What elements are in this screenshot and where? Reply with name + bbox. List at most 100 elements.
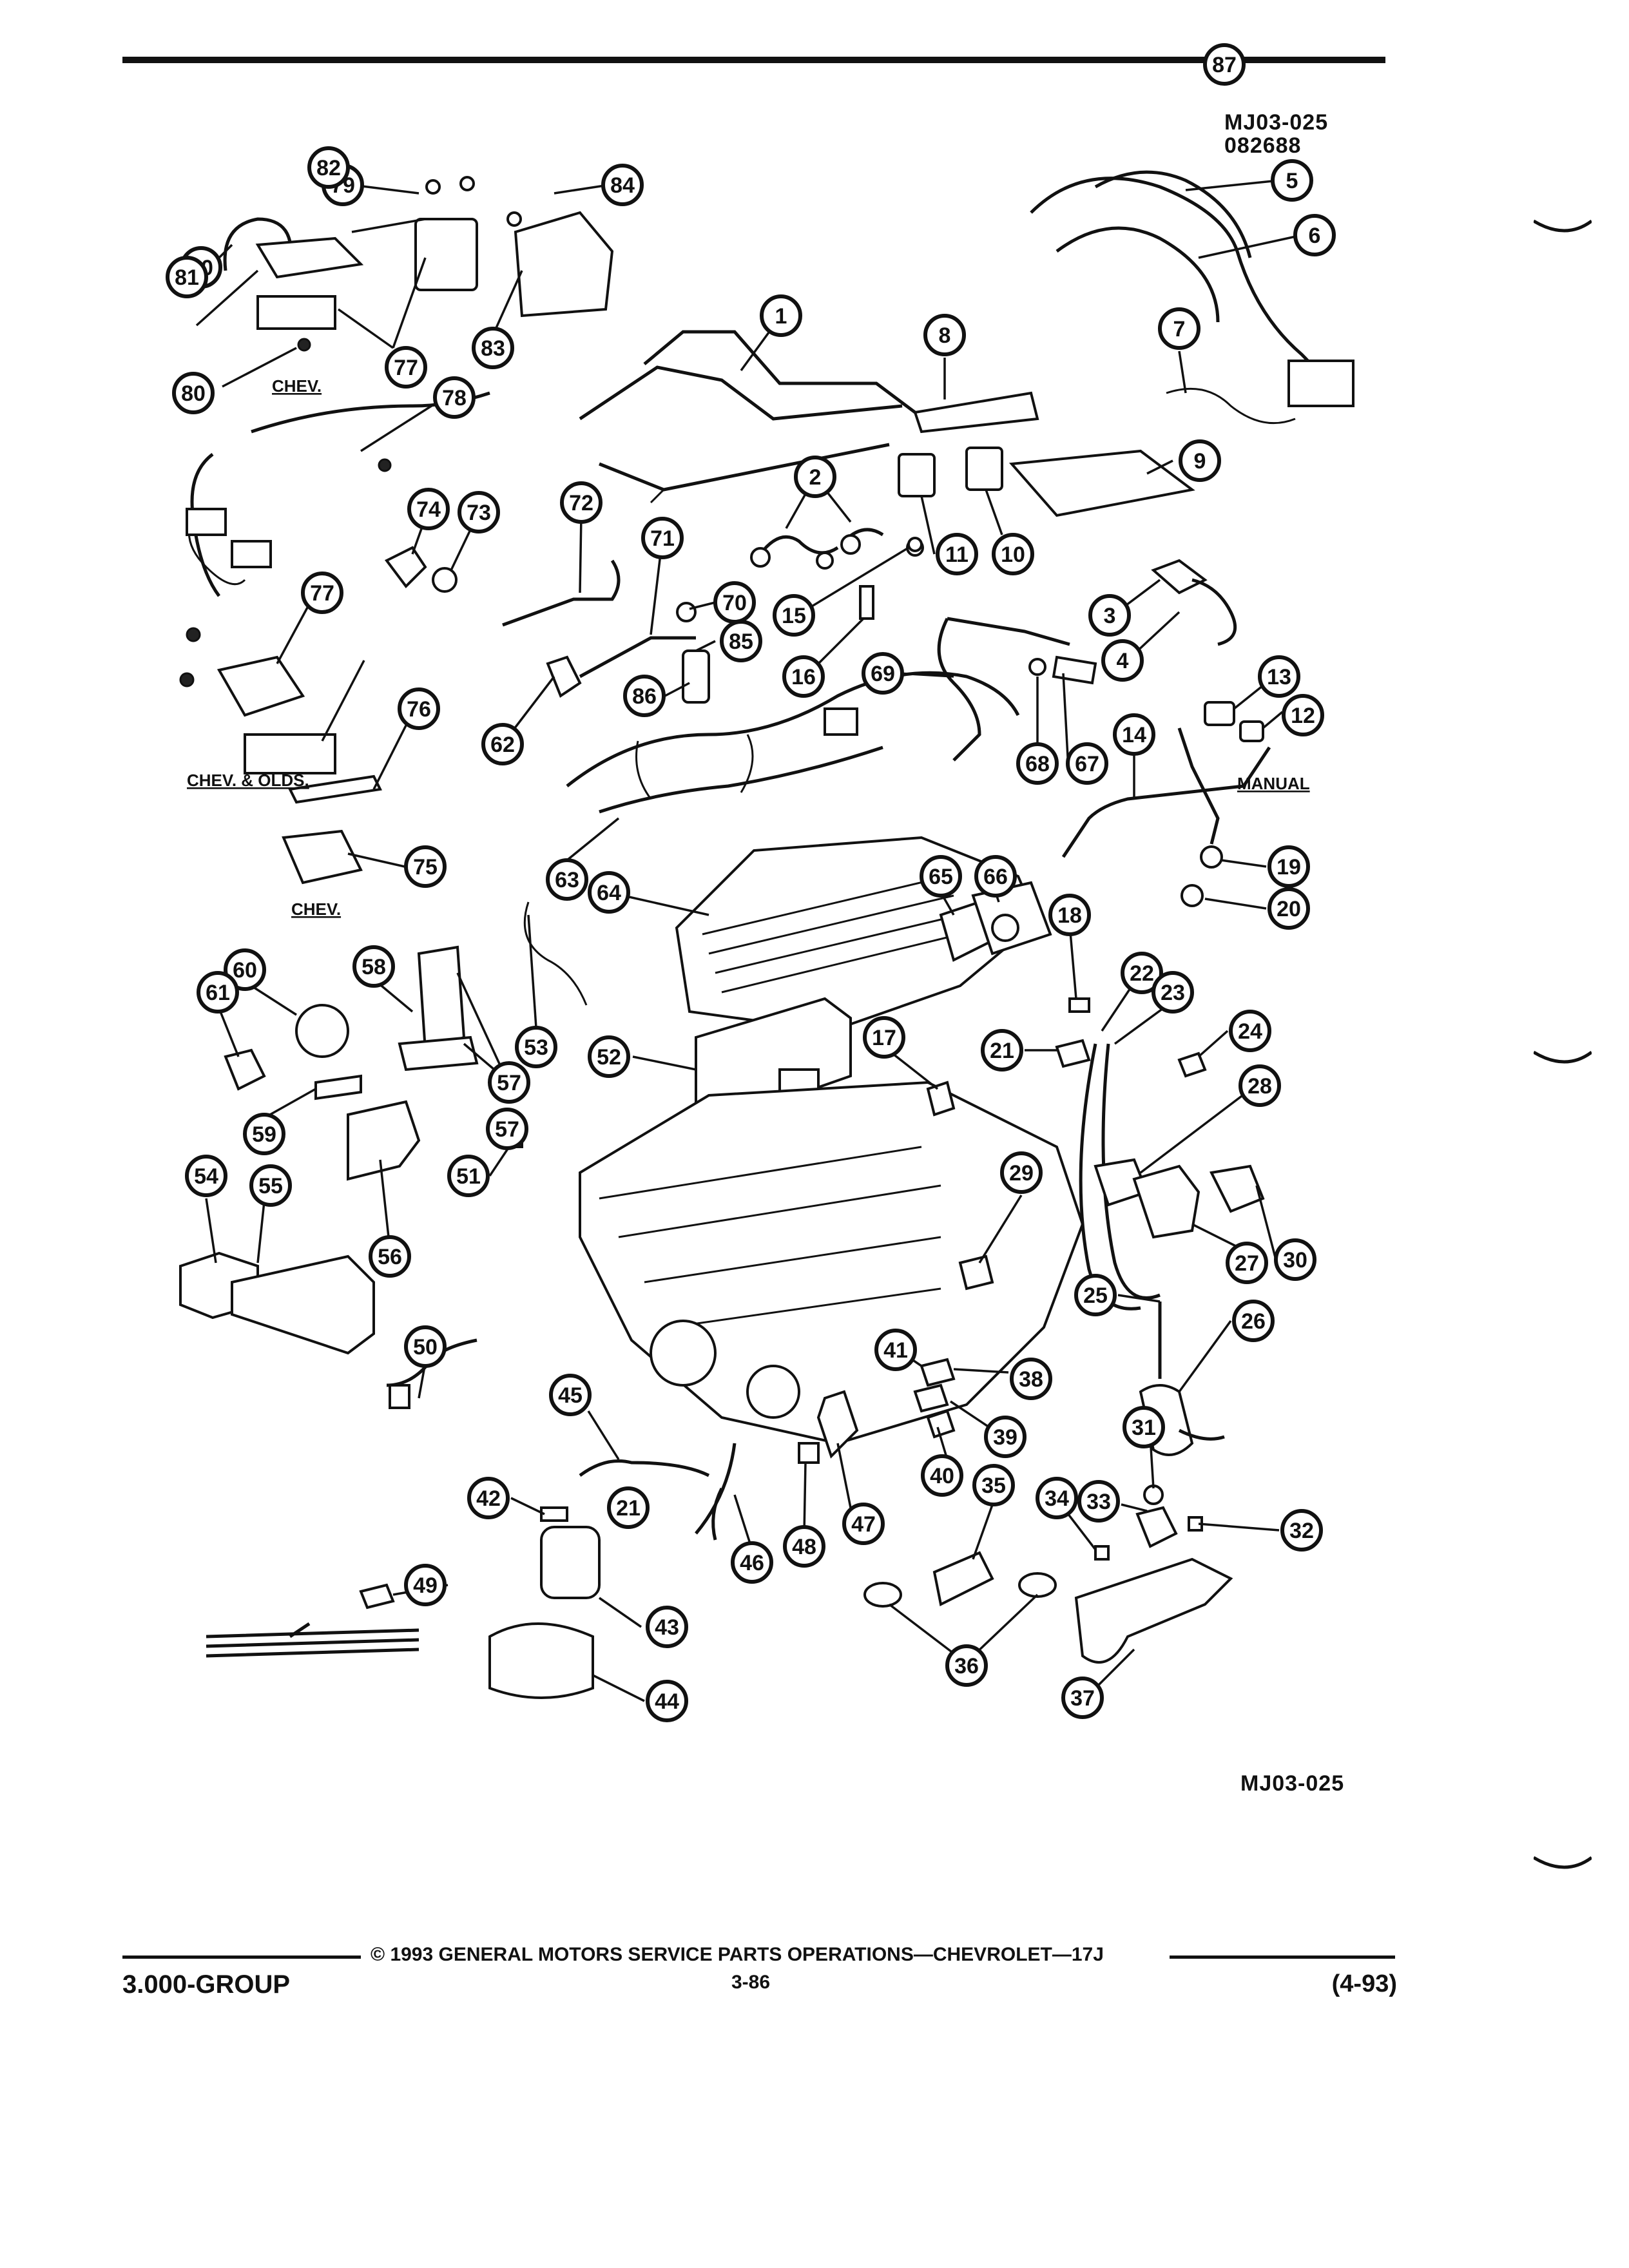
part-9-cover xyxy=(1008,449,1195,517)
callout-ring xyxy=(1268,887,1310,930)
part-31-nut xyxy=(1143,1485,1164,1505)
part-61-sensor xyxy=(224,1048,266,1091)
callout-ring xyxy=(1293,214,1336,256)
callout-number: 36 xyxy=(954,1654,979,1678)
callout-number: 56 xyxy=(378,1245,402,1269)
callout-ring xyxy=(307,146,350,189)
callout-ring xyxy=(1239,1064,1281,1107)
callout-number: 10 xyxy=(1001,543,1025,567)
part-39-fitting xyxy=(913,1383,949,1413)
callout-28: 28 xyxy=(1239,1064,1281,1107)
callout-ring xyxy=(945,1644,988,1687)
part-19-fitting xyxy=(1200,845,1223,869)
callout-72: 72 xyxy=(560,481,602,524)
part-44-bracket xyxy=(488,1622,594,1699)
callout-number: 81 xyxy=(175,265,199,290)
callout-ring xyxy=(1088,594,1131,637)
callout-number: 19 xyxy=(1277,855,1301,879)
callout-17: 17 xyxy=(863,1016,905,1059)
callout-64: 64 xyxy=(588,871,630,914)
callout-ring xyxy=(481,723,524,765)
callout-62: 62 xyxy=(481,723,524,765)
callout-group: 1234567891011121314151617181920212122232… xyxy=(166,43,1336,1722)
callout-ring xyxy=(1061,1677,1104,1719)
callout-ring xyxy=(1229,1010,1271,1052)
callout-ring xyxy=(1203,43,1246,86)
part-57-gasket xyxy=(398,1035,479,1072)
callout-ring xyxy=(1010,1358,1052,1400)
callout-ring xyxy=(1258,655,1300,698)
callout-number: 1 xyxy=(775,304,787,329)
callout-73: 73 xyxy=(458,491,500,533)
callout-47: 47 xyxy=(842,1503,885,1545)
part-45-hose xyxy=(579,1459,710,1477)
callout-number: 26 xyxy=(1241,1309,1266,1334)
part-47-bracket xyxy=(816,1390,859,1459)
callout-ring xyxy=(601,164,644,206)
part-23-hose xyxy=(1101,1043,1161,1300)
callout-ring xyxy=(1123,1406,1165,1448)
part-20-fitting xyxy=(1181,884,1204,907)
callout-59: 59 xyxy=(243,1113,285,1155)
callout-number: 44 xyxy=(655,1689,679,1714)
callout-number: 72 xyxy=(569,491,593,515)
callout-37: 37 xyxy=(1061,1677,1104,1719)
callout-53: 53 xyxy=(515,1026,557,1068)
callout-ring xyxy=(720,620,762,662)
callout-58: 58 xyxy=(352,945,395,988)
footer-rule-left xyxy=(122,1956,361,1959)
callout-21: 21 xyxy=(981,1029,1023,1072)
callout-45: 45 xyxy=(549,1374,592,1416)
callout-ring xyxy=(1016,742,1059,785)
callout-number: 50 xyxy=(413,1335,438,1360)
part-49-sensor xyxy=(359,1583,395,1610)
callout-number: 55 xyxy=(258,1174,283,1198)
part-17-bracket xyxy=(926,1081,956,1117)
part-10-relay xyxy=(965,447,1003,491)
figure-code: MJ03-025 xyxy=(1224,110,1329,135)
callout-number: 45 xyxy=(558,1383,583,1408)
callout-39: 39 xyxy=(984,1416,1027,1458)
callout-51: 51 xyxy=(447,1155,490,1197)
callout-ring xyxy=(984,1416,1027,1458)
part-40-sensor xyxy=(926,1409,956,1439)
callout-number: 34 xyxy=(1045,1486,1069,1511)
part-35-hose xyxy=(932,1551,994,1606)
callout-ring xyxy=(782,655,825,698)
callout-ring xyxy=(224,948,266,991)
callout-ring xyxy=(486,1108,528,1150)
callout-number: 40 xyxy=(930,1464,954,1488)
callout-14: 14 xyxy=(1113,713,1155,756)
callout-ring xyxy=(1000,1151,1043,1194)
part-78-module xyxy=(217,655,305,717)
callout-46: 46 xyxy=(731,1541,773,1584)
callout-ring xyxy=(407,488,450,530)
callout-12: 12 xyxy=(1282,694,1324,736)
callout-ring xyxy=(1179,439,1221,482)
callout-48: 48 xyxy=(783,1525,825,1568)
callout-number: 5 xyxy=(1286,169,1298,193)
part-53-sensor xyxy=(523,901,588,1006)
part-8-bracket xyxy=(913,391,1039,434)
callout-number: 9 xyxy=(1194,449,1206,474)
callout-number: 57 xyxy=(495,1117,519,1142)
callout-87: 87 xyxy=(1203,43,1246,86)
callout-number: 47 xyxy=(851,1512,876,1537)
callout-number: 22 xyxy=(1130,961,1154,986)
part-36-clamp-a xyxy=(863,1582,902,1608)
part-7-harness xyxy=(1166,387,1296,425)
callout-41: 41 xyxy=(874,1329,917,1371)
callout-23: 23 xyxy=(1152,971,1194,1014)
callout-number: 78 xyxy=(442,386,467,410)
callout-ring xyxy=(981,1029,1023,1072)
callout-9: 9 xyxy=(1179,439,1221,482)
part-4-hose xyxy=(1191,578,1237,646)
callout-ring xyxy=(1268,845,1310,888)
callout-number: 77 xyxy=(394,356,418,380)
part-32-bolt xyxy=(1188,1516,1203,1532)
callout-number: 6 xyxy=(1309,224,1321,248)
page-number: 3-86 xyxy=(731,1972,771,1993)
label-chev-olds: CHEV. & OLDS. xyxy=(187,771,309,790)
callout-6: 6 xyxy=(1293,214,1336,256)
part-49-line xyxy=(206,1622,419,1658)
